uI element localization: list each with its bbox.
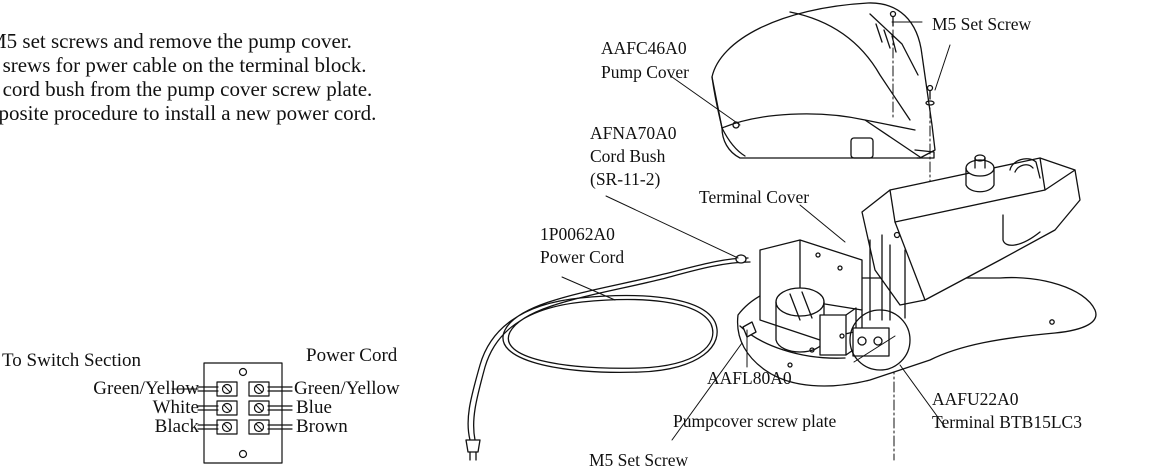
- pump-cover-part-number: AAFC46A0: [601, 38, 687, 58]
- instruction-line: M5 set screws and remove the pump cover.: [0, 29, 352, 53]
- top-set-screws: [889, 10, 935, 106]
- right-wire-label: Blue: [296, 397, 332, 418]
- terminal-block-schematic: [171, 362, 293, 464]
- terminal-part-number: AAFU22A0: [932, 389, 1019, 409]
- screw-plate-part-number: AAFL80A0: [707, 368, 792, 388]
- pump-body-illustration: [736, 154, 1097, 387]
- set-screw-top-label: M5 Set Screw: [932, 14, 1032, 34]
- instruction-line: e srews for pwer cable on the terminal b…: [0, 53, 367, 77]
- power-cord-illustration: [465, 254, 751, 461]
- right-wire-label: Brown: [296, 416, 348, 437]
- left-wire-label: Green/Yellow: [93, 378, 199, 399]
- instruction-line: pposite procedure to install a new power…: [0, 101, 377, 125]
- cord-bush-part-number: AFNA70A0: [590, 123, 677, 143]
- right-wire-label: Green/Yellow: [294, 378, 400, 399]
- leader-lines: [561, 21, 951, 441]
- power-cord-part-number: 1P0062A0: [540, 224, 615, 244]
- power-cord-label: Power Cord: [540, 247, 625, 267]
- power-cord-heading: Power Cord: [306, 345, 398, 366]
- cord-bush-model: (SR-11-2): [590, 169, 661, 189]
- terminal-cover-label: Terminal Cover: [699, 187, 810, 207]
- screw-plate-label: Pumpcover screw plate: [673, 411, 837, 431]
- terminal-label: Terminal BTB15LC3: [932, 412, 1082, 432]
- instruction-line: e cord bush from the pump cover screw pl…: [0, 77, 373, 101]
- pump-cover-label: Pump Cover: [601, 62, 689, 82]
- left-wire-label: Black: [154, 416, 199, 437]
- cord-bush-label: Cord Bush: [590, 146, 666, 166]
- switch-section-heading: To Switch Section: [2, 350, 142, 371]
- pump-cover-illustration: [711, 2, 936, 159]
- instruction-list: M5 set screws and remove the pump cover.…: [0, 29, 376, 125]
- set-screw-bottom-label: M5 Set Screw: [589, 450, 689, 470]
- left-wire-label: White: [152, 397, 199, 418]
